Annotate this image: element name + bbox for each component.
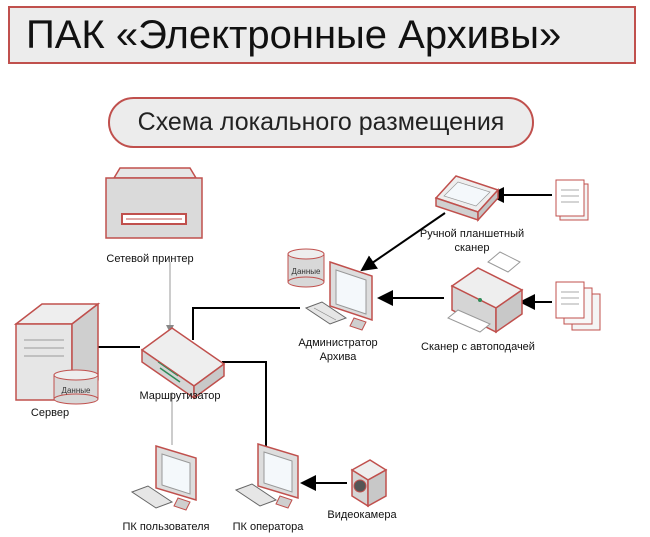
video-camera-icon <box>350 459 388 508</box>
database-icon-admin <box>287 248 325 288</box>
document-stack-icon-top <box>555 179 589 221</box>
link-flatbed-admin <box>360 212 446 272</box>
connections <box>95 187 552 491</box>
admin-label-line1: Администратор <box>298 337 377 349</box>
printer-icon <box>105 167 203 239</box>
video-camera-label: Видеокамера <box>327 509 397 521</box>
auto-feed-scanner-icon <box>447 251 524 334</box>
user-pc-monitor-icon <box>155 444 197 511</box>
admin-db-label: Данные <box>292 267 321 276</box>
flatbed-scanner-icon <box>434 175 500 222</box>
admin-label-line2: Архива <box>320 351 358 363</box>
flatbed-scanner-label-line2: сканер <box>455 242 490 254</box>
document-stack-icon-bottom <box>555 281 601 331</box>
link-router-operator <box>222 361 267 446</box>
operator-pc-monitor-icon <box>257 442 299 509</box>
flatbed-scanner-label-line1: Ручной планшетный <box>420 228 524 240</box>
subtitle-pill: Схема локального размещения <box>108 97 534 148</box>
database-icon-server <box>53 369 99 405</box>
router-icon <box>140 327 226 400</box>
subtitle-text: Схема локального размещения <box>137 108 505 136</box>
router-label: Маршрутизатор <box>139 390 220 402</box>
page-title: ПАК «Электронные Архивы» <box>8 6 636 64</box>
operator-pc-keyboard-icon <box>234 483 278 507</box>
user-pc-label: ПК пользователя <box>122 521 209 533</box>
server-db-label: Данные <box>62 386 91 395</box>
server-label: Сервер <box>31 407 69 419</box>
admin-keyboard-icon <box>304 301 348 325</box>
link-router-admin <box>192 307 300 340</box>
auto-feed-scanner-label: Сканер с автоподачей <box>421 341 535 353</box>
user-pc-keyboard-icon <box>130 485 174 509</box>
printer-label: Сетевой принтер <box>106 253 193 265</box>
admin-monitor-icon <box>329 260 373 331</box>
operator-pc-label: ПК оператора <box>233 521 305 533</box>
title-text: ПАК «Электронные Архивы» <box>26 12 562 57</box>
